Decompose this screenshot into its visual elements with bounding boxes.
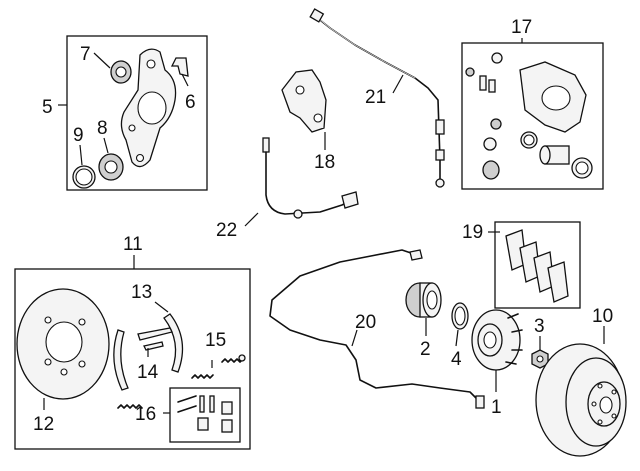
callout-22: 22 (216, 220, 237, 241)
bushing-upper (110, 60, 132, 84)
bushing-lower (98, 153, 124, 181)
pad-group (488, 221, 581, 309)
hub-nut (531, 336, 549, 369)
callout-12: 12 (33, 414, 54, 435)
callout-7: 7 (80, 44, 91, 65)
callout-13: 13 (131, 282, 152, 303)
hardware-kit-box (169, 387, 241, 443)
callout-4: 4 (451, 349, 462, 370)
knuckle-group (58, 35, 208, 191)
callout-20: 20 (355, 312, 376, 333)
wheel-bearing (405, 282, 442, 336)
callout-2: 2 (420, 339, 431, 360)
pad-group-box (494, 221, 581, 309)
backing-plate (16, 288, 110, 400)
callout-21: 21 (365, 87, 386, 108)
wheel-speed-sensor (244, 137, 359, 227)
callout-6: 6 (185, 92, 196, 113)
parking-brake-group (14, 255, 251, 450)
parking-lever (137, 327, 173, 341)
callout-1: 1 (491, 397, 502, 418)
callout-10: 10 (592, 306, 613, 327)
brake-rotor (535, 326, 627, 457)
callout-16: 16 (135, 404, 156, 425)
bearing-snap-ring (451, 302, 469, 347)
parking-brake-group-box (14, 268, 251, 450)
wheel-hub (471, 309, 523, 392)
sensor-harness (269, 249, 485, 409)
caliper-bracket (281, 69, 327, 150)
brake-shoe-right (163, 313, 184, 373)
caliper-piston (539, 145, 570, 165)
callout-9: 9 (73, 125, 84, 146)
clip-bracket (170, 57, 189, 77)
callout-11: 11 (123, 234, 143, 255)
callout-17: 17 (511, 17, 532, 38)
callout-14: 14 (137, 362, 159, 383)
brake-hose (309, 8, 445, 188)
callout-5: 5 (42, 97, 53, 118)
callout-15: 15 (205, 330, 226, 351)
callout-18: 18 (314, 152, 335, 173)
caliper-group (461, 38, 604, 190)
callout-19: 19 (462, 222, 483, 243)
callout-3: 3 (534, 316, 545, 337)
brake-shoe-left (113, 329, 129, 391)
return-spring (191, 374, 214, 379)
caliper-group-box (461, 42, 604, 190)
callout-8: 8 (97, 118, 108, 139)
knuckle-group-box (66, 35, 208, 191)
